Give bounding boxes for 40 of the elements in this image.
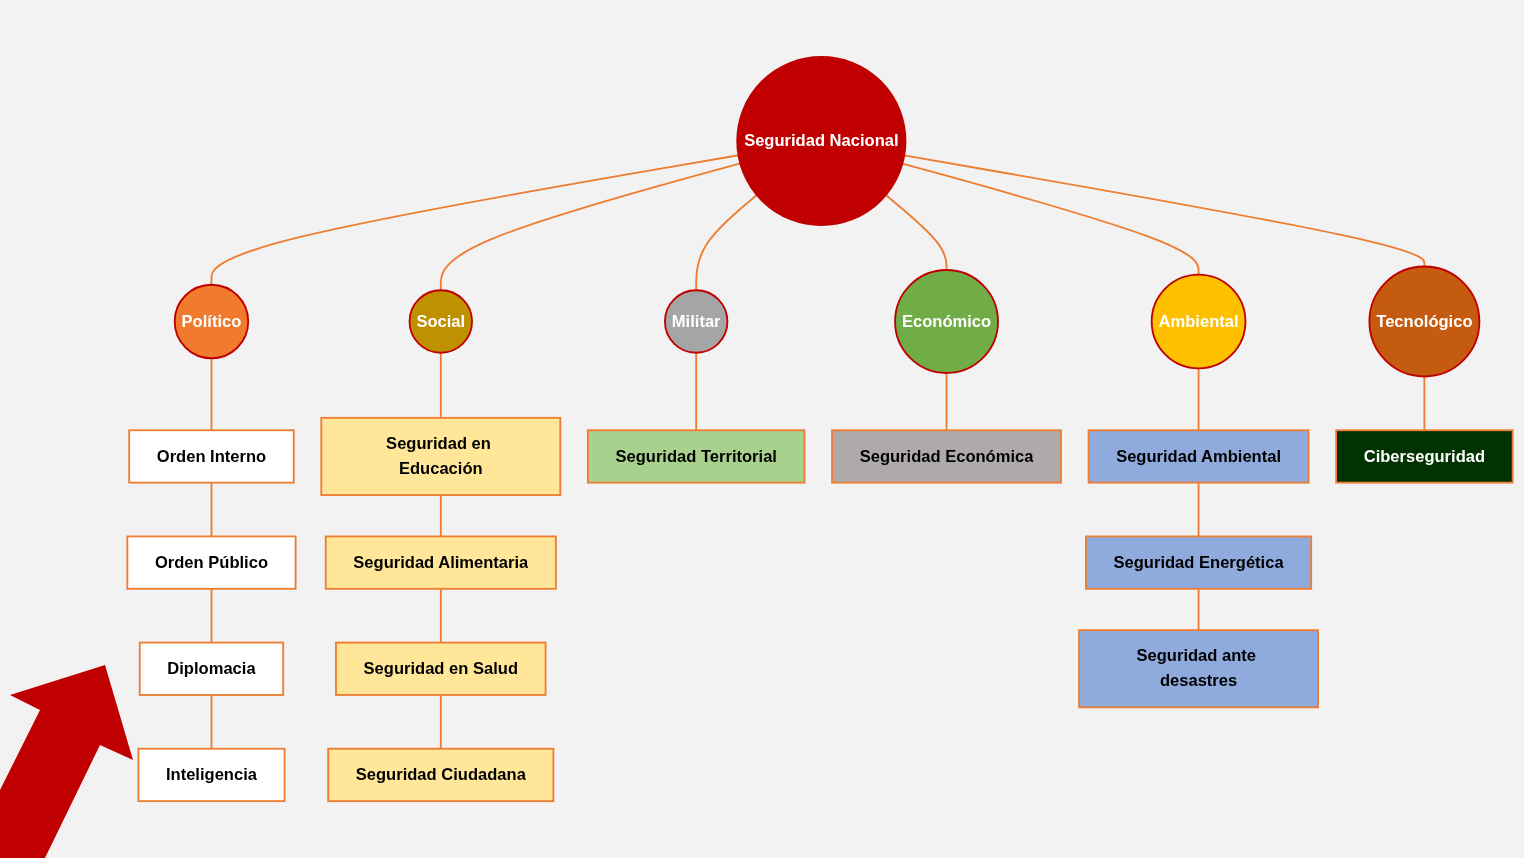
node-circle: Seguridad Nacional bbox=[736, 55, 907, 227]
connector bbox=[903, 154, 1426, 268]
connector bbox=[210, 357, 213, 432]
node-circle: Ambiental bbox=[1150, 273, 1247, 370]
node-circle: Militar bbox=[664, 289, 729, 354]
connector bbox=[210, 587, 213, 644]
node-box: Diplomacia bbox=[138, 641, 285, 696]
connector bbox=[210, 694, 213, 750]
connector bbox=[1197, 587, 1200, 632]
connector bbox=[439, 351, 442, 419]
node-box: Seguridad Ciudadana bbox=[327, 747, 555, 803]
connector bbox=[945, 372, 948, 432]
node-box: Orden Público bbox=[126, 535, 297, 590]
connector bbox=[439, 694, 442, 750]
connector bbox=[1197, 367, 1200, 432]
connector bbox=[439, 587, 442, 644]
connector bbox=[1423, 375, 1426, 432]
connector bbox=[901, 162, 1200, 276]
node-box: Seguridad Alimentaria bbox=[324, 535, 557, 590]
node-box: Seguridad ante desastres bbox=[1078, 629, 1319, 709]
node-circle: Tecnológico bbox=[1368, 265, 1481, 378]
connector bbox=[884, 194, 948, 271]
node-box: Seguridad en Salud bbox=[335, 641, 547, 696]
node-box: Ciberseguridad bbox=[1335, 429, 1514, 484]
node-box: Seguridad en Educación bbox=[320, 416, 562, 496]
connector bbox=[439, 162, 742, 292]
node-box: Inteligencia bbox=[137, 747, 286, 803]
node-box: Seguridad Económica bbox=[831, 429, 1062, 484]
node-box: Orden Interno bbox=[128, 429, 295, 484]
connector bbox=[210, 481, 213, 538]
connector bbox=[1197, 481, 1200, 538]
connector bbox=[695, 351, 698, 432]
node-circle: Económico bbox=[894, 269, 999, 374]
node-box: Seguridad Energética bbox=[1085, 535, 1313, 590]
connector bbox=[695, 194, 758, 292]
node-box: Seguridad Territorial bbox=[586, 429, 806, 484]
node-circle: Político bbox=[173, 283, 250, 360]
node-box: Seguridad Ambiental bbox=[1087, 429, 1310, 484]
node-circle: Social bbox=[408, 289, 473, 354]
connector bbox=[439, 494, 442, 538]
